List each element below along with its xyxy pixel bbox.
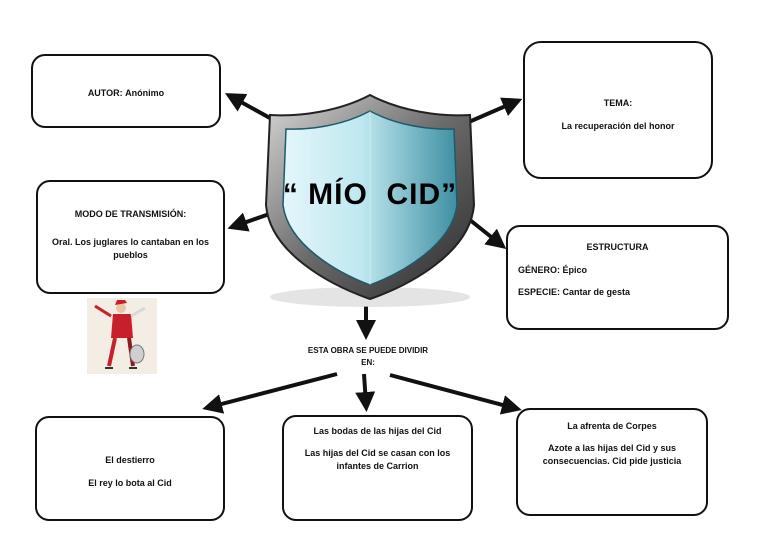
genero-label: GÉNERO: xyxy=(518,265,561,276)
part-title: La afrenta de Corpes xyxy=(567,421,657,431)
estructura-label: ESTRUCTURA xyxy=(586,242,649,252)
shield-icon xyxy=(230,85,510,315)
especie-label: ESPECIE: xyxy=(518,287,561,298)
part-box-bodas: Las bodas de las hijas del Cid Las hijas… xyxy=(282,415,473,521)
diagram-title: “ MÍO CID” xyxy=(282,178,458,211)
arrow-to-bodas xyxy=(355,373,376,412)
division-label: ESTA OBRA SE PUEDE DIVIDIR EN: xyxy=(298,345,438,369)
part-desc: Azote a las hijas del Cid y sus consecue… xyxy=(542,443,682,467)
tema-box: TEMA: La recuperación del honor xyxy=(523,41,713,179)
part-desc: El rey lo bota al Cid xyxy=(88,478,172,489)
division-line2: EN: xyxy=(361,358,375,367)
arrow-to-afrenta xyxy=(389,373,522,415)
part-box-destierro: El destierro El rey lo bota al Cid xyxy=(35,416,225,521)
autor-box: AUTOR: Anónimo xyxy=(31,54,221,128)
tema-label: TEMA: xyxy=(603,98,633,108)
modo-value: Oral. Los juglares lo cantaban en los pu… xyxy=(51,237,210,261)
genero-value: Épico xyxy=(562,265,588,276)
part-desc: Las hijas del Cid se casan con los infan… xyxy=(304,448,451,472)
modo-label: MODO DE TRANSMISIÓN: xyxy=(74,209,187,219)
division-line1: ESTA OBRA SE PUEDE DIVIDIR xyxy=(307,346,429,355)
part-title: Las bodas de las hijas del Cid xyxy=(313,426,442,436)
jester-icon xyxy=(87,298,157,374)
arrow-to-destierro xyxy=(202,372,338,414)
tema-value: La recuperación del honor xyxy=(561,121,675,132)
autor-label: AUTOR: xyxy=(87,88,123,98)
part-title: El destierro xyxy=(105,455,155,465)
part-box-afrenta: La afrenta de Corpes Azote a las hijas d… xyxy=(516,408,708,516)
autor-value: Anónimo xyxy=(125,88,165,98)
estructura-box: ESTRUCTURA GÉNERO: Épico ESPECIE: Cantar… xyxy=(506,225,729,330)
modo-box: MODO DE TRANSMISIÓN: Oral. Los juglares … xyxy=(36,180,225,294)
especie-value: Cantar de gesta xyxy=(562,287,631,298)
